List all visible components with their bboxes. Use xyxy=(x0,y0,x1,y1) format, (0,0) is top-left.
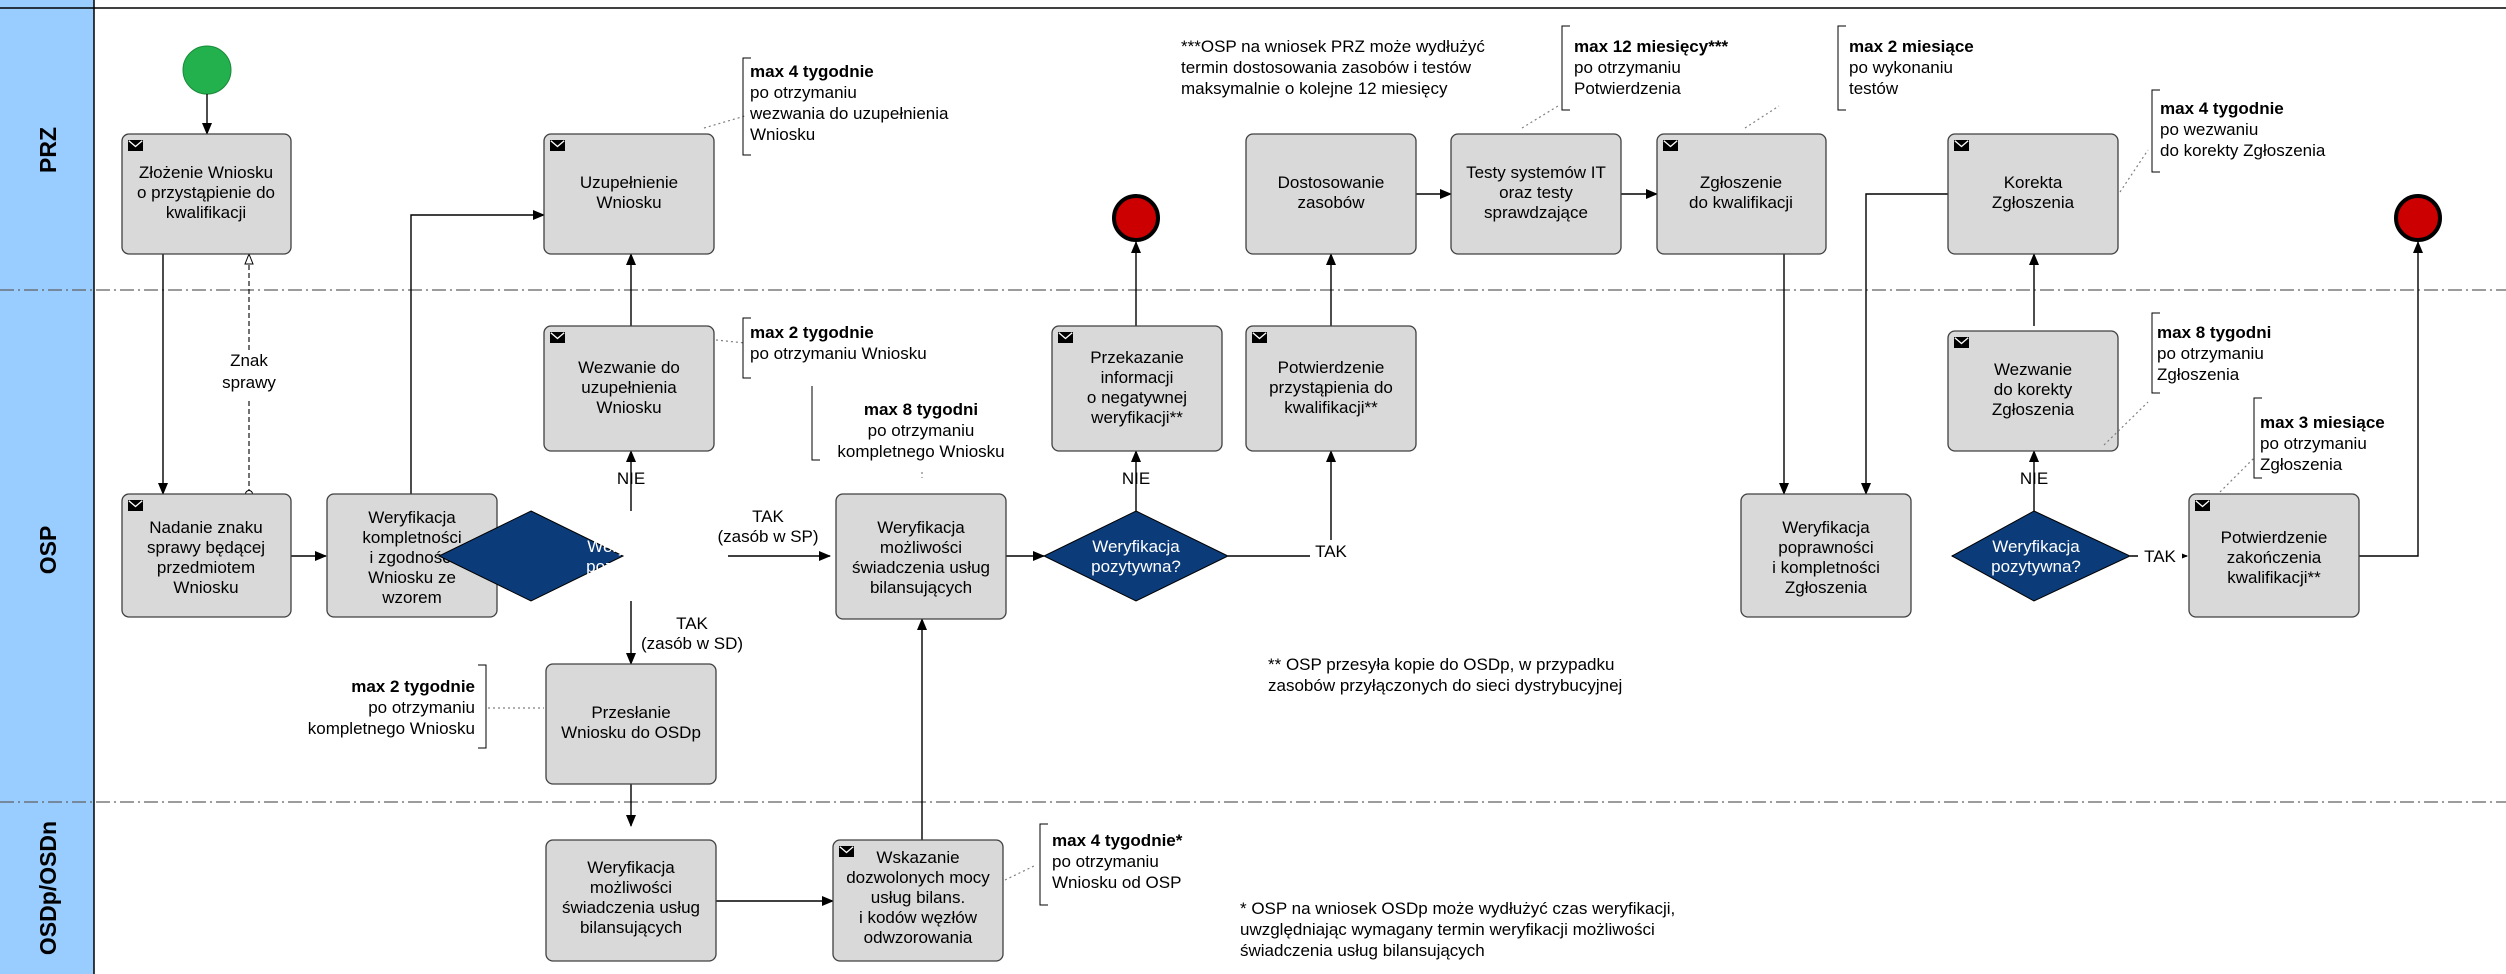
envelope-icon xyxy=(549,139,566,152)
envelope-icon xyxy=(2194,499,2211,512)
task-report-qualification xyxy=(1656,133,1827,255)
lane-header-osp xyxy=(0,290,94,802)
label-nie-2: NIE xyxy=(1122,469,1150,488)
label-nie-1: NIE xyxy=(617,469,645,488)
label-tak-sp: TAK(zasób w SP) xyxy=(717,507,818,546)
task-osd-verify-balancing xyxy=(545,839,717,962)
task-assign-case-number xyxy=(121,493,292,618)
envelope-icon xyxy=(127,499,144,512)
envelope-icon xyxy=(1662,139,1679,152)
label-nie-3: NIE xyxy=(2020,469,2048,488)
label-tak-sd: TAK(zasób w SD) xyxy=(641,614,743,653)
envelope-icon xyxy=(1953,139,1970,152)
decision-completeness xyxy=(437,510,625,602)
footnote-double-star: ** OSP przesyła kopie do OSDp, w przypad… xyxy=(1268,655,1622,695)
end-event-negative xyxy=(1112,194,1160,242)
task-indicate-capacities xyxy=(832,839,1004,962)
task-complete-application xyxy=(543,133,715,255)
label-tak-1: TAK xyxy=(1315,542,1347,561)
envelope-icon xyxy=(1251,331,1268,344)
envelope-icon xyxy=(1953,336,1970,349)
lane-header-osd xyxy=(0,802,94,974)
task-negative-info xyxy=(1051,325,1223,452)
task-verify-balancing xyxy=(835,493,1007,620)
task-correct-report xyxy=(1947,133,2119,255)
task-verify-correctness xyxy=(1740,493,1912,618)
task-send-to-osdp xyxy=(545,663,717,785)
task-adjust-resources xyxy=(1245,133,1417,255)
task-it-tests xyxy=(1450,133,1622,255)
lane-label-osd: OSDp/OSDn xyxy=(35,821,61,955)
envelope-icon xyxy=(549,331,566,344)
lane-label-osp: OSP xyxy=(35,526,61,575)
task-call-to-complete xyxy=(543,325,715,452)
footnote-single-star: * OSP na wniosek OSDp może wydłużyć czas… xyxy=(1240,899,1675,960)
task-confirm-completion xyxy=(2188,493,2360,618)
task-submit-application xyxy=(121,133,292,255)
decision-balancing xyxy=(1042,510,1230,602)
decision-correctness xyxy=(1950,510,2132,602)
task-call-to-correct xyxy=(1947,330,2119,452)
envelope-icon xyxy=(127,139,144,152)
envelope-icon xyxy=(1057,331,1074,344)
envelope-icon xyxy=(838,845,855,858)
end-event-final xyxy=(2394,194,2442,242)
start-event xyxy=(182,45,232,95)
label-tak-2: TAK xyxy=(2144,547,2176,566)
lane-header-prz xyxy=(0,0,94,290)
task-confirm-accession xyxy=(1245,325,1417,452)
lane-label-prz: PRZ xyxy=(35,127,61,173)
